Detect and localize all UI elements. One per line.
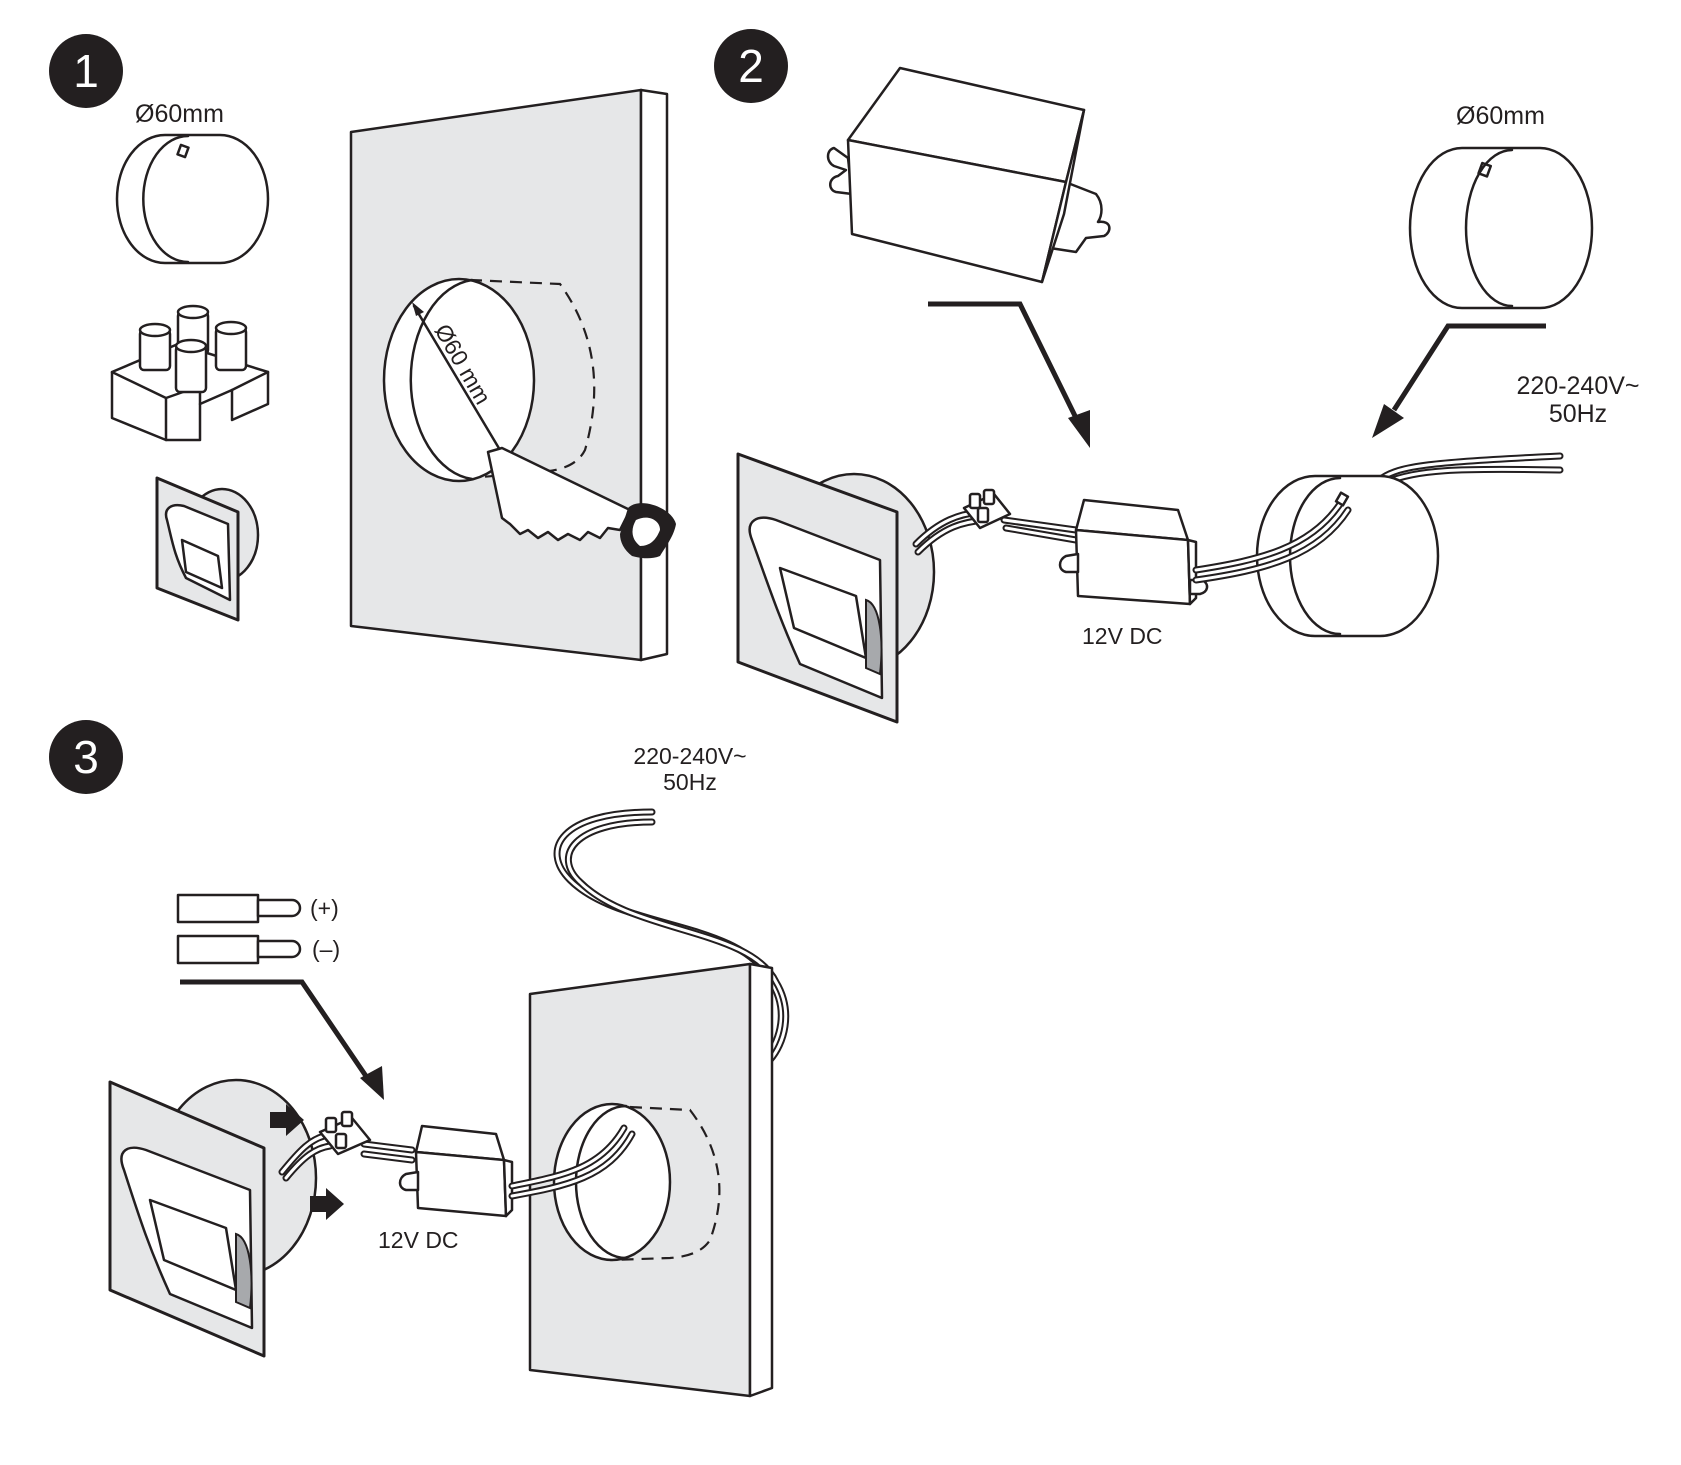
arrow-driver-head (1068, 410, 1090, 448)
saw-icon (486, 446, 676, 559)
mounting-sleeve-icon (115, 133, 270, 265)
step-3-driver-output: 12V DC (378, 1227, 459, 1253)
led-driver-step-3 (398, 1124, 514, 1218)
step-3-mains-voltage: 220-240V~ (633, 743, 746, 769)
led-driver-step-2 (1058, 498, 1209, 606)
step-2-driver-output: 12V DC (1082, 623, 1163, 649)
step-3-mains-frequency: 50Hz (663, 769, 717, 795)
step-2-number: 2 (738, 40, 764, 92)
step-1-number: 1 (73, 45, 99, 97)
arrow-driver-to-assembly (928, 301, 1081, 424)
mains-cable-step-2 (1378, 452, 1564, 486)
wire-positive-label: (+) (310, 895, 339, 921)
arrow-sleeve-head (1372, 404, 1404, 438)
step-2-mains-voltage: 220-240V~ (1516, 372, 1639, 400)
step-1: 1 Ø60mm (49, 34, 676, 662)
low-voltage-cable-step-3 (278, 1132, 416, 1182)
step-1-badge: 1 (49, 34, 123, 108)
terminal-connector-step-2 (962, 488, 1012, 530)
step-2: 2 Ø60mm 220-240V~ 50Hz (714, 29, 1640, 724)
step-light-assembly-step-2 (736, 452, 936, 724)
arrow-sleeve-to-assembly (1391, 323, 1546, 412)
step-light-small-icon (155, 476, 260, 622)
step-1-wall: Ø60 mm (349, 88, 669, 662)
step-1-sleeve-diameter-label: Ø60mm (135, 100, 224, 128)
step-light-assembly-step-3 (108, 1078, 318, 1358)
step-3: 3 220-240V~ 50Hz (+) (–) (49, 720, 790, 1398)
arrow-wires-to-connector (180, 979, 373, 1084)
step-3-wall (528, 962, 774, 1398)
driver-to-sleeve-cable (1192, 491, 1352, 584)
step-2-badge: 2 (714, 29, 788, 103)
terminal-connector-step-3 (318, 1110, 372, 1156)
insert-arrow-lower (310, 1188, 344, 1220)
arrow-wires-head (360, 1066, 384, 1100)
step-3-number: 3 (73, 731, 99, 783)
led-driver-large-icon (826, 66, 1111, 284)
terminal-block-icon (110, 304, 270, 442)
step-2-mains-frequency: 50Hz (1549, 400, 1607, 428)
insert-arrow-upper (270, 1104, 304, 1136)
step-2-sleeve-diameter-label: Ø60mm (1456, 102, 1545, 130)
wire-negative-icon (176, 934, 302, 965)
step-3-badge: 3 (49, 720, 123, 794)
mains-cable-step-3 (553, 808, 790, 1064)
wire-negative-label: (–) (312, 936, 340, 962)
driver-to-wall-cable (508, 1124, 636, 1200)
mounting-sleeve-step-2-icon (1408, 146, 1594, 310)
wire-positive-icon (176, 893, 302, 924)
